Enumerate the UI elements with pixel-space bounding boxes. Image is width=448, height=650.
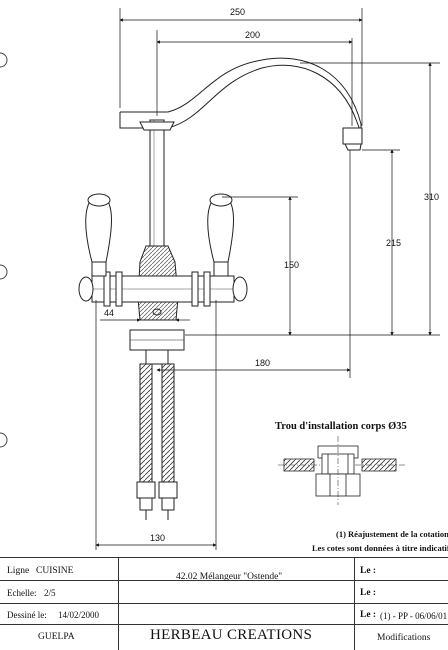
author-name: GUELPA <box>38 632 75 642</box>
detail-title: Trou d'installation corps Ø35 <box>275 421 407 432</box>
note-readjustment: (1) Réajustement de la cotation. <box>336 529 448 539</box>
dim-200: 200 <box>245 30 260 40</box>
le-3-value: (1) - PP - 06/06/01 <box>380 611 448 621</box>
dimension-labels: 250 200 310 215 150 180 44 130 <box>104 7 439 543</box>
dessine-label: Dessiné le: <box>7 610 47 620</box>
le-1-label: Le : <box>360 566 377 576</box>
le-3-label: Le : <box>360 610 377 620</box>
echelle-value: 2/5 <box>44 588 56 598</box>
company-name: HERBEAU CREATIONS <box>150 627 313 643</box>
dim-180: 180 <box>255 358 270 368</box>
title-block: Ligne CUISINE Echelle: 2/5 Dessiné le: 1… <box>0 557 448 650</box>
faucet-drawing <box>78 57 363 520</box>
note-indicative: Les cotes sont données à titre indicatif… <box>312 543 448 553</box>
modifications-label: Modifications <box>377 633 431 643</box>
install-detail: Trou d'installation corps Ø35 <box>275 421 407 505</box>
dim-310: 310 <box>424 192 439 202</box>
dim-215: 215 <box>386 238 401 248</box>
punch-hole-icon <box>0 264 8 280</box>
dimension-lines <box>95 8 440 550</box>
punch-hole-icon <box>0 432 8 448</box>
le-2-label: Le : <box>360 588 377 598</box>
dim-250: 250 <box>230 7 245 17</box>
dim-130: 130 <box>150 533 165 543</box>
punch-hole-icons <box>0 52 8 448</box>
dim-150: 150 <box>284 260 299 270</box>
punch-hole-icon <box>0 52 8 68</box>
product-name: 42.02 Mélangeur "Ostende" <box>176 572 283 582</box>
ligne-value: CUISINE <box>36 566 74 576</box>
dim-44: 44 <box>104 308 114 318</box>
technical-drawing: 250 200 310 215 150 180 44 130 Trou d'in… <box>0 7 448 553</box>
ligne-label: Ligne <box>7 566 30 576</box>
echelle-label: Echelle: <box>7 588 37 598</box>
dessine-value: 14/02/2000 <box>58 610 100 620</box>
